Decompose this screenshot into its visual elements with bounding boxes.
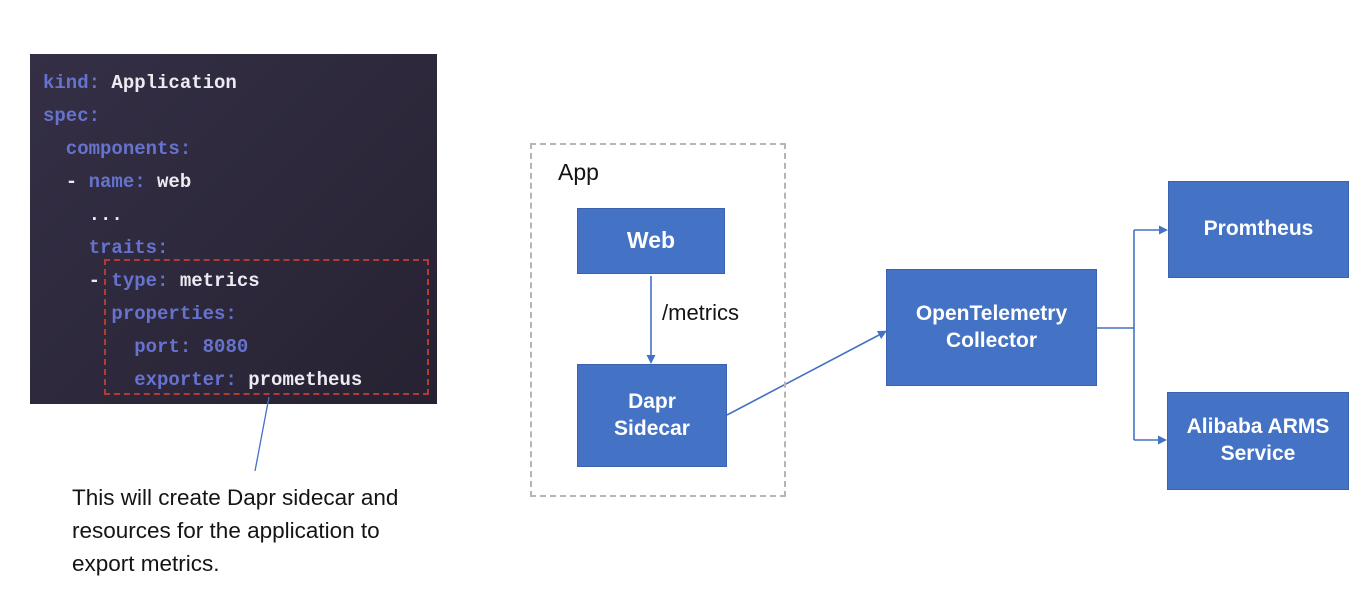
annotation-line: export metrics.: [72, 551, 220, 576]
code-line: port: 8080: [43, 336, 249, 358]
node-label: Service: [1220, 442, 1296, 465]
code-line: properties:: [43, 303, 237, 325]
metrics-trait-highlight-box: [104, 259, 429, 395]
node-label: Collector: [945, 328, 1037, 352]
node-opentelemetry-collector: OpenTelemetry Collector: [886, 269, 1097, 386]
annotation-line: This will create Dapr sidecar and: [72, 485, 399, 510]
annotation-text: This will create Dapr sidecar and resour…: [72, 481, 452, 580]
code-line: exporter: prometheus: [43, 369, 363, 391]
annotation-pointer-line: [254, 396, 270, 472]
code-line: components:: [43, 138, 192, 160]
yaml-code-panel: kind: Application spec: components: - nam…: [30, 54, 437, 404]
node-dapr-sidecar: Dapr Sidecar: [577, 364, 727, 467]
node-alibaba-arms-service: Alibaba ARMS Service: [1167, 392, 1349, 490]
edge-label-metrics: /metrics: [662, 300, 739, 325]
node-label: Alibaba ARMS: [1186, 415, 1330, 439]
node-label: Promtheus: [1203, 217, 1314, 241]
node-label: OpenTelemetry: [915, 301, 1068, 325]
code-line: kind: Application: [43, 72, 237, 94]
app-group-label: App: [558, 159, 599, 185]
code-line: - type: metrics: [43, 270, 260, 292]
code-line: traits:: [43, 237, 169, 259]
code-line: ...: [43, 204, 123, 226]
code-line: spec:: [43, 105, 101, 127]
code-lines: kind: Application spec: components: - nam…: [43, 67, 437, 397]
app-group-box: App: [530, 143, 786, 497]
node-web: Web: [577, 208, 725, 274]
node-label: Sidecar: [614, 416, 690, 440]
annotation-line: resources for the application to: [72, 518, 380, 543]
node-label: Dapr: [628, 389, 676, 413]
node-label: Web: [626, 227, 676, 254]
node-promtheus: Promtheus: [1168, 181, 1349, 278]
code-line: - name: web: [43, 171, 192, 193]
